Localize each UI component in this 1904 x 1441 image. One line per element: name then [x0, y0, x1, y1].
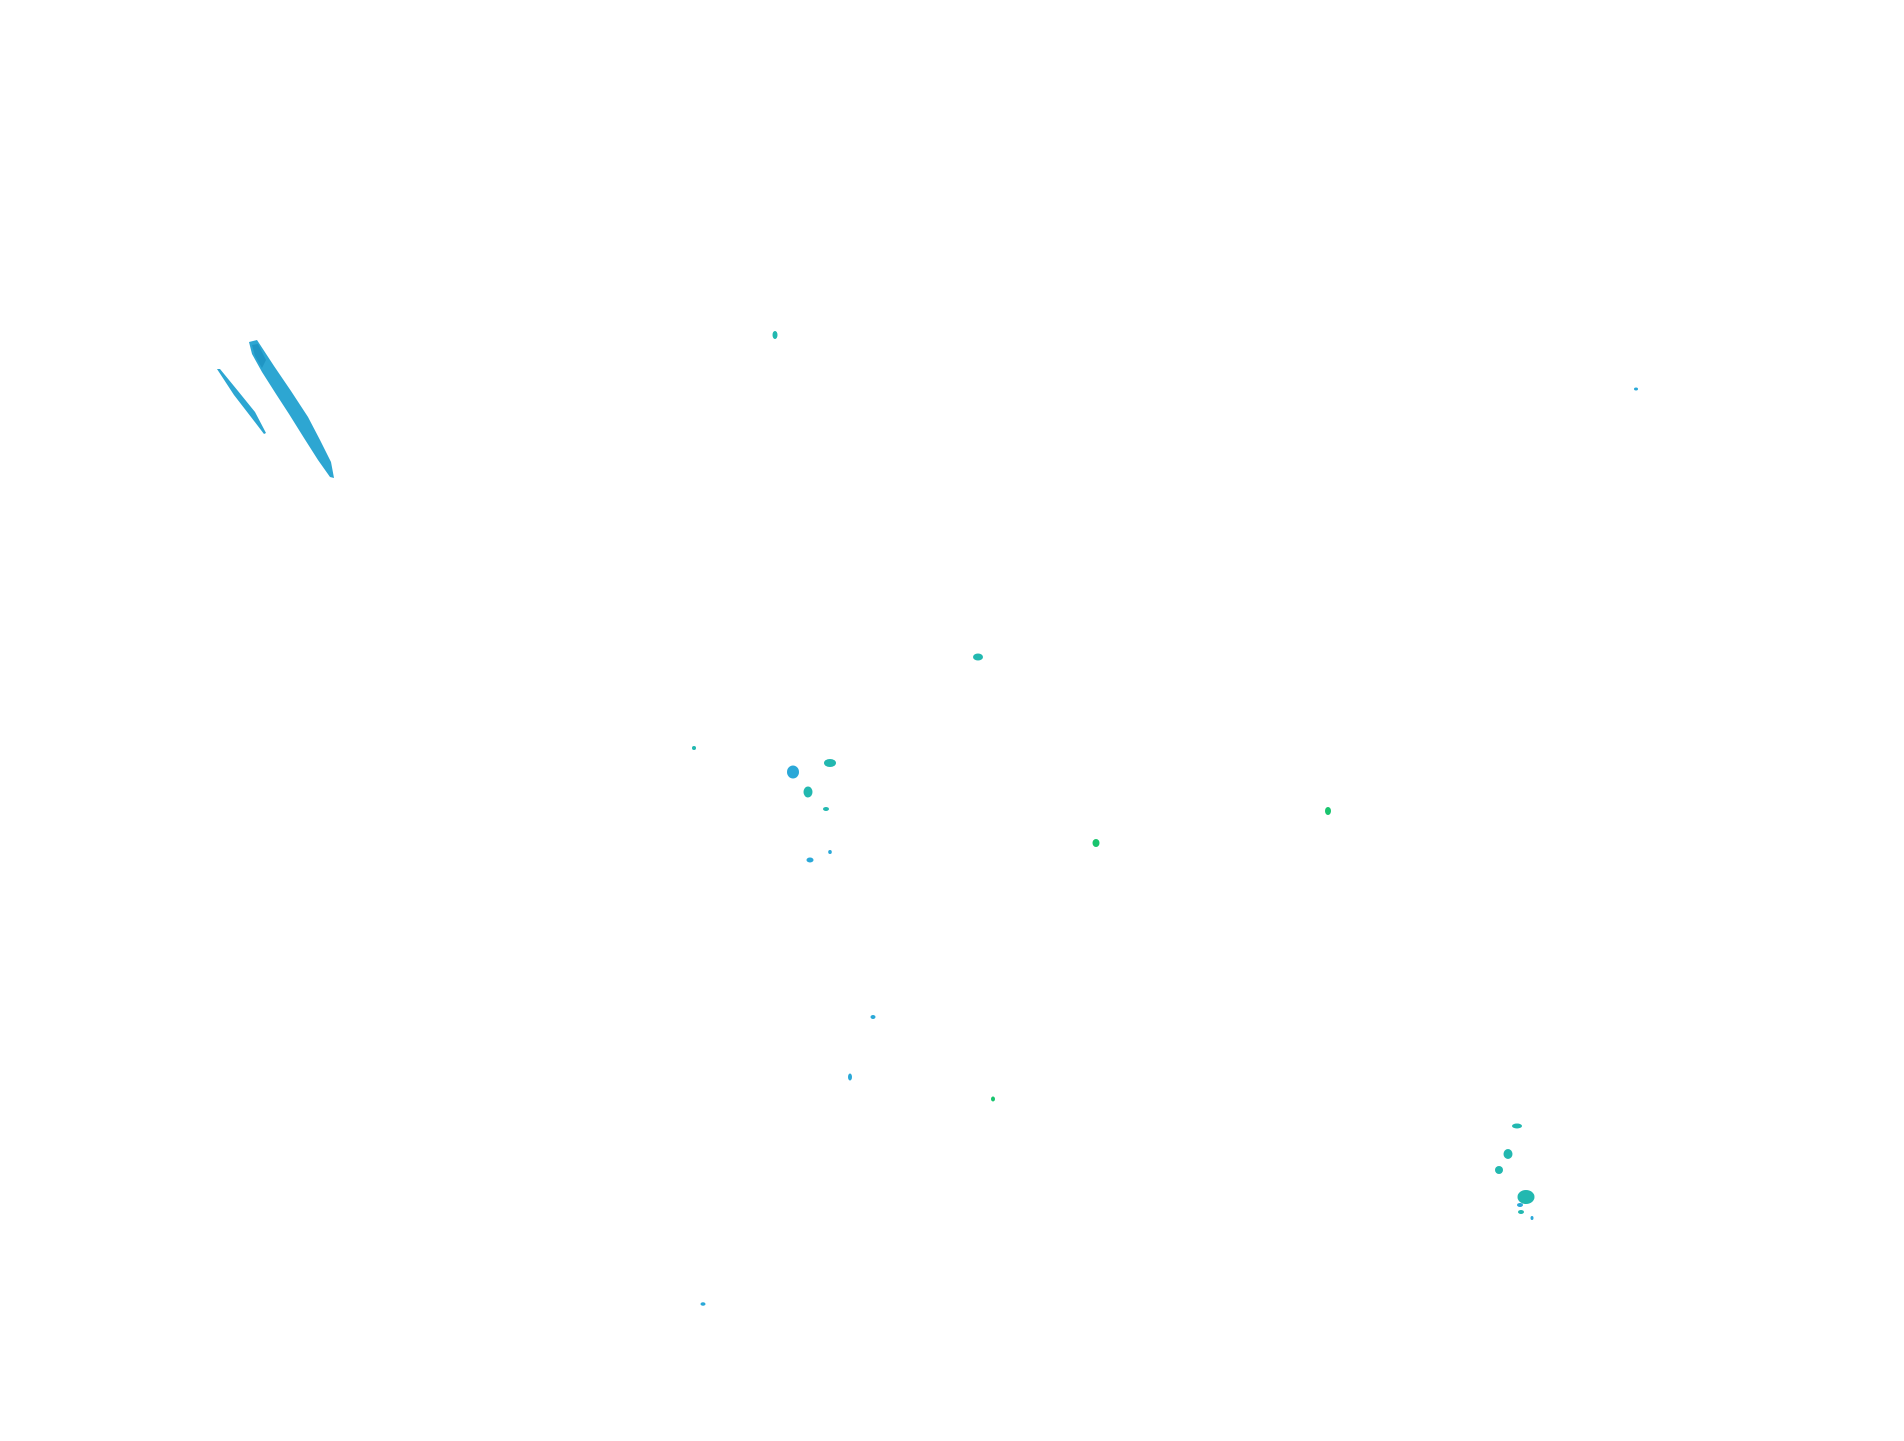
speck — [1518, 1210, 1524, 1214]
speck — [803, 786, 813, 798]
speck — [1503, 1149, 1513, 1159]
speck — [828, 850, 832, 854]
speck — [824, 759, 836, 767]
speck — [823, 807, 829, 811]
speck — [806, 857, 814, 863]
speck — [1512, 1123, 1522, 1129]
streak-group — [217, 340, 334, 478]
speck — [1517, 1190, 1535, 1204]
speck — [772, 331, 778, 339]
speck — [700, 1302, 706, 1306]
speck — [1634, 387, 1638, 391]
streak-thin — [217, 369, 266, 434]
streak-large — [249, 340, 334, 478]
speck — [1517, 1203, 1523, 1207]
speck — [973, 653, 983, 661]
speck — [787, 765, 799, 779]
speck — [692, 746, 696, 750]
streak-large-core — [252, 344, 266, 368]
speck — [991, 1096, 995, 1102]
speck — [1092, 839, 1100, 847]
speck — [1325, 807, 1331, 815]
speck — [848, 1073, 852, 1081]
speck — [1530, 1216, 1534, 1220]
speck — [1495, 1166, 1503, 1174]
specks — [692, 331, 1638, 1306]
speck — [870, 1015, 876, 1019]
